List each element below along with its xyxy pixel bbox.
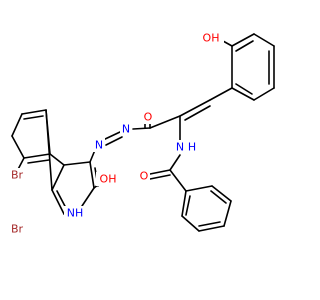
azo-nitrogen-label-1: N	[122, 123, 130, 136]
bond	[23, 115, 44, 120]
hydroxyl-label-top: OH	[203, 32, 220, 45]
bond	[105, 136, 123, 146]
bond	[89, 161, 95, 189]
indole-nh-label: NH	[67, 207, 84, 220]
bond	[253, 87, 275, 101]
bond	[63, 161, 91, 166]
bond	[102, 131, 121, 141]
bond	[222, 40, 233, 47]
bond	[198, 225, 225, 232]
bond	[211, 185, 232, 202]
bond	[23, 153, 51, 159]
bond	[181, 190, 187, 217]
bond	[11, 135, 25, 159]
bond	[209, 87, 233, 101]
bromine-label-lower: Br	[11, 223, 24, 236]
bond	[132, 127, 151, 130]
bond	[149, 169, 171, 175]
bond	[169, 169, 187, 192]
bond	[223, 200, 232, 227]
indole-hydroxyl-label: OH	[100, 173, 117, 186]
bond	[49, 153, 65, 166]
bond	[51, 164, 65, 191]
bond	[51, 189, 65, 215]
bond	[11, 113, 23, 137]
bond	[27, 159, 50, 164]
bond	[231, 87, 255, 101]
bond	[81, 187, 95, 207]
bond	[169, 154, 181, 171]
bond	[253, 33, 275, 47]
bond	[185, 195, 191, 216]
bond	[149, 174, 171, 180]
bond	[185, 185, 213, 192]
amide-nitrogen-label: N	[176, 141, 184, 154]
bond	[231, 33, 255, 47]
amide-oxygen-label: O	[140, 170, 149, 183]
atom-label-layer: OH O N N N H O Br Br OH NH	[8, 30, 224, 236]
azo-nitrogen-label-2: N	[95, 139, 103, 152]
bond	[179, 99, 211, 117]
bromine-label-upper: Br	[11, 169, 24, 182]
bond	[181, 215, 200, 232]
bond	[210, 190, 227, 204]
bond	[21, 109, 47, 115]
structure-diagram: OH O N N N H O Br Br OH NH	[8, 30, 275, 236]
bond	[45, 109, 53, 191]
molecule-canvas: OH O N N N H O Br Br OH NH	[8, 30, 275, 236]
bond	[184, 105, 211, 121]
bond	[198, 221, 221, 227]
amide-hydrogen-label: H	[188, 141, 196, 154]
bond	[235, 40, 254, 52]
bond-layer	[11, 33, 275, 232]
bond	[149, 115, 181, 129]
carbonyl-oxygen-label: O	[144, 111, 153, 124]
bond	[235, 83, 253, 95]
